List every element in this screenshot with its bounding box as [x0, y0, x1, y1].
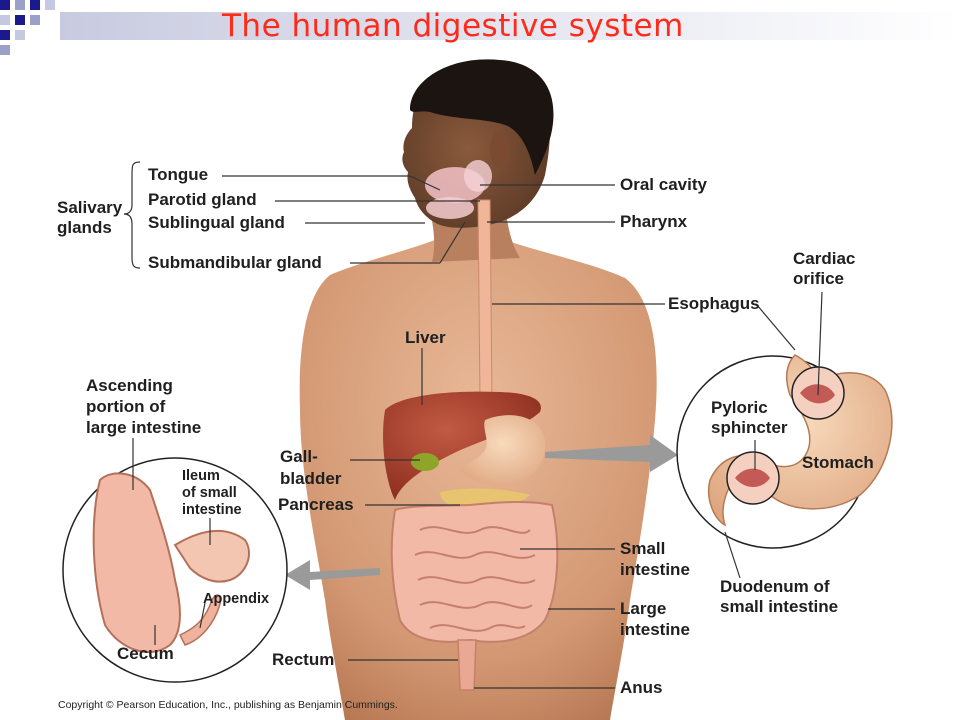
pyloric-sphincter-detail — [735, 468, 770, 487]
intestine-coil — [419, 526, 531, 534]
hair — [410, 59, 554, 175]
label-cardiac-orifice-1: Cardiac — [793, 249, 856, 268]
label-submandibular-gland: Submandibular gland — [148, 253, 322, 272]
label-small-intestine-2: intestine — [620, 560, 690, 579]
corner-square — [30, 15, 40, 25]
label-esophagus: Esophagus — [668, 294, 760, 313]
inset-ascending-colon — [92, 472, 181, 654]
label-ascending-3: large intestine — [86, 418, 202, 437]
label-duodenum-2: small intestine — [720, 597, 839, 616]
corner-square — [0, 15, 10, 25]
label-sublingual-gland: Sublingual gland — [148, 213, 285, 232]
label-gallbladder-1: Gall- — [280, 447, 318, 466]
leader-line — [409, 175, 441, 191]
corner-square — [30, 0, 40, 10]
label-ileum-3: intestine — [182, 502, 242, 518]
label-rectum: Rectum — [272, 650, 335, 669]
corner-square — [0, 0, 10, 10]
label-anus: Anus — [620, 678, 663, 697]
small-intestine-coils — [414, 526, 536, 632]
label-salivary-glands-2: glands — [57, 218, 112, 237]
leader-line — [817, 291, 823, 396]
label-oral-cavity: Oral cavity — [620, 175, 707, 194]
leader-line — [724, 531, 741, 579]
intestine-coil — [414, 551, 536, 559]
label-salivary-glands-1: Salivary — [57, 198, 123, 217]
arrow-to-cecum-inset — [285, 560, 380, 590]
intestine-coil — [419, 601, 533, 609]
rectum-shape — [457, 639, 477, 691]
label-pyloric-2: sphincter — [711, 418, 788, 437]
corner-square — [0, 30, 10, 40]
label-gallbladder-2: bladder — [280, 469, 342, 488]
label-ascending-1: Ascending — [86, 376, 173, 395]
title-bar — [60, 12, 960, 40]
esophagus-shape — [477, 199, 493, 401]
label-tongue: Tongue — [148, 165, 209, 184]
corner-square — [15, 15, 25, 25]
page-title: The human digestive system — [222, 8, 684, 44]
label-ileum-1: Ileum — [182, 468, 220, 484]
salivary-bracket — [123, 161, 141, 269]
oral-cavity-shape — [464, 160, 492, 192]
gallbladder-shape — [411, 453, 439, 471]
label-liver: Liver — [405, 328, 446, 347]
leader-line — [756, 304, 796, 351]
ear — [490, 132, 510, 168]
label-ileum-2: of small — [182, 485, 237, 501]
label-pharynx: Pharynx — [620, 212, 688, 231]
copyright-notice: Copyright © Pearson Education, Inc., pub… — [58, 699, 398, 711]
label-pyloric-1: Pyloric — [711, 398, 768, 417]
label-large-intestine-1: Large — [620, 599, 667, 618]
label-duodenum-1: Duodenum of — [720, 577, 830, 596]
leader-line — [439, 221, 466, 264]
label-pancreas: Pancreas — [278, 495, 354, 514]
label-cecum: Cecum — [117, 644, 174, 663]
corner-square — [45, 0, 55, 10]
label-large-intestine-2: intestine — [620, 620, 690, 639]
large-intestine-shape — [390, 500, 559, 643]
label-cardiac-orifice-2: orifice — [793, 269, 845, 288]
leader-line — [199, 602, 206, 629]
intestine-coil — [429, 624, 526, 632]
intestine-coil — [417, 576, 536, 584]
stomach-shape — [460, 415, 546, 486]
label-ascending-2: portion of — [86, 397, 166, 416]
leader-lines — [123, 161, 823, 689]
label-appendix: Appendix — [203, 591, 270, 607]
label-parotid-gland: Parotid gland — [148, 190, 257, 209]
corner-decoration — [0, 0, 960, 55]
corner-square — [15, 0, 25, 10]
label-stomach: Stomach — [802, 453, 874, 472]
inset-appendix — [178, 594, 222, 646]
corner-square — [15, 30, 25, 40]
corner-square — [0, 45, 10, 55]
sublingual-gland-shape — [426, 197, 474, 219]
label-small-intestine-1: Small — [620, 539, 666, 558]
arrow-to-stomach-inset — [545, 435, 678, 472]
